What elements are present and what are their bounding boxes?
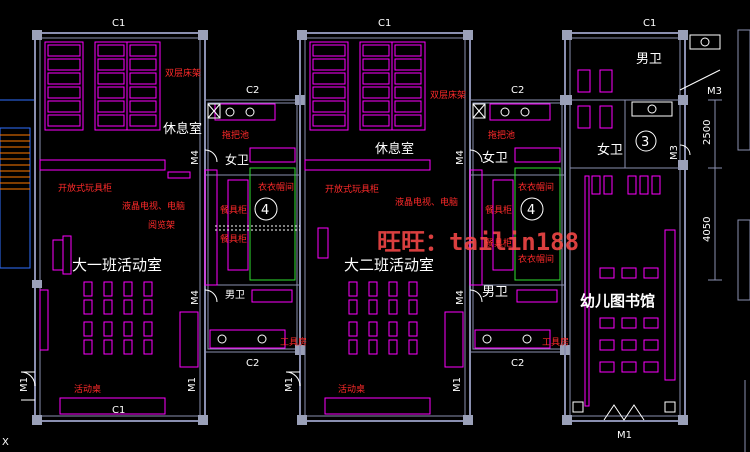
label-female-wc-2: 女卫: [482, 150, 508, 166]
label-dim-4050: 4050: [702, 217, 713, 242]
label-m4-3: M4: [455, 150, 466, 165]
annot-bunk-1: 双层床架: [165, 67, 201, 79]
doors: [20, 144, 691, 401]
label-female-wc-3: 女卫: [597, 142, 623, 158]
bunk-beds-1: [44, 41, 161, 131]
label-m1-right-2: M1: [452, 377, 463, 392]
label-c2-top-1: C2: [246, 85, 259, 96]
library-door: [572, 401, 676, 421]
marker-3-label: 3: [641, 135, 649, 150]
annot-activity-table-1: 活动桌: [74, 383, 101, 395]
annot-bunk-2: 双层床架: [430, 89, 466, 101]
label-m4-1: M4: [190, 150, 201, 165]
annot-mop-pool-2: 拖把池: [488, 129, 515, 141]
annot-dish-cab-3: 餐具柜: [485, 204, 512, 216]
label-rest-room-1: 休息室: [163, 121, 202, 137]
annot-reading-rack: 阅览架: [148, 219, 175, 231]
label-rest-room-2: 休息室: [375, 141, 414, 157]
toilets-right: [577, 34, 721, 129]
label-x-mark: X: [2, 437, 9, 448]
bunk-beds-2: [309, 41, 426, 131]
annot-tool-room-1: 工具房: [280, 336, 307, 348]
label-m3-1: M3: [707, 86, 722, 97]
library-furniture: [584, 175, 676, 407]
desks-2: [324, 281, 464, 415]
annot-tv-2: 液晶电视、电脑: [395, 196, 458, 208]
label-m1-bottom: M1: [617, 430, 632, 441]
annot-tv-1: 液晶电视、电脑: [122, 200, 185, 212]
label-m1-right-1: M1: [187, 377, 198, 392]
annot-toy-cabinet-1: 开放式玩具柜: [58, 182, 112, 194]
label-c2-top-2: C2: [511, 85, 524, 96]
label-c1-top-2: C1: [378, 18, 391, 29]
label-class-2: 大二班活动室: [344, 256, 434, 274]
annot-activity-table-2: 活动桌: [338, 383, 365, 395]
annot-mop-pool-1: 拖把池: [222, 129, 249, 141]
annot-toy-cabinet-2: 开放式玩具柜: [325, 183, 379, 195]
label-female-wc-1: 女卫: [225, 152, 249, 167]
label-male-wc-3: 男卫: [636, 52, 662, 67]
label-class-1: 大一班活动室: [72, 256, 162, 274]
label-library: 幼儿图书馆: [580, 292, 655, 310]
marker-4-circle-1: [254, 197, 278, 221]
marker-3-circle: [635, 130, 657, 152]
right-block-walls: [562, 29, 750, 452]
marker-4-circle-2: [520, 197, 544, 221]
annot-dish-cab-4: 餐具柜: [485, 237, 512, 249]
label-male-wc-2: 男卫: [482, 285, 508, 300]
sanitary-1: [207, 103, 300, 349]
toy-cabinet-1: [39, 159, 218, 286]
sanitary-2: [472, 103, 561, 349]
marker-4-label-1: 4: [261, 203, 269, 218]
annot-coat-cab-2: 衣衣帽间: [518, 181, 554, 193]
annot-dish-cab-1: 餐具柜: [220, 204, 247, 216]
label-m4-2: M4: [190, 290, 201, 305]
stairs: [0, 127, 31, 269]
annot-dish-cab-2: 餐具柜: [220, 233, 247, 245]
dimension-lines: [708, 99, 722, 281]
label-m1-left-2: M1: [284, 377, 295, 392]
label-dim-2500: 2500: [702, 120, 713, 145]
label-m1-left-1: M1: [19, 377, 30, 392]
label-c1-top-3: C1: [643, 18, 656, 29]
toy-cabinet-2: [304, 159, 483, 286]
annot-coat-cab-1: 衣衣帽间: [258, 181, 294, 193]
watermark-text: 旺旺：tailin188: [377, 228, 579, 256]
desks-1: [39, 281, 199, 415]
label-c1-bottom: C1: [112, 405, 125, 416]
label-m3-2: M3: [669, 145, 680, 160]
marker-4-label-2: 4: [527, 203, 535, 218]
label-c2-bottom-1: C2: [246, 358, 259, 369]
label-c2-bottom-2: C2: [511, 358, 524, 369]
annot-coat-cab-3: 衣衣帽间: [518, 253, 554, 265]
label-m4-4: M4: [455, 290, 466, 305]
label-c1-top-1: C1: [112, 18, 125, 29]
label-male-wc-1: 男卫: [225, 289, 245, 301]
annot-tool-room-2: 工具房: [542, 336, 569, 348]
